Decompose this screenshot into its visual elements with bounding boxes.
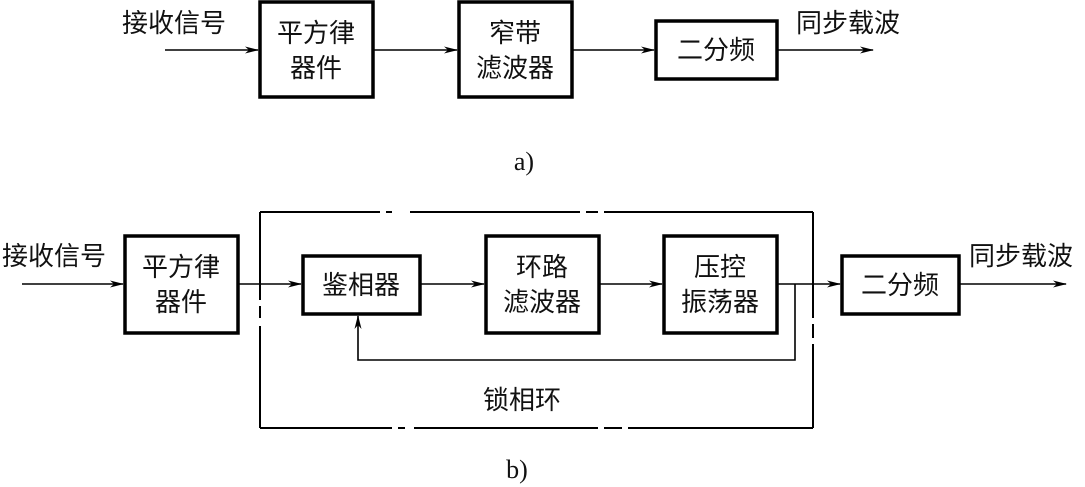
a-output-label: 同步载波 — [796, 9, 900, 39]
b-block-loop-filter: 环路 滤波器 — [484, 234, 601, 335]
a-div2-line1: 二分频 — [677, 36, 755, 66]
pll-frame — [259, 211, 814, 429]
b-block-phase-detector: 鉴相器 — [301, 254, 422, 316]
b-vco-line2: 振荡器 — [681, 288, 759, 318]
a-caption: a) — [514, 147, 534, 176]
a-square-law-line2: 器件 — [290, 54, 342, 84]
a-input-label: 接收信号 — [122, 9, 226, 39]
a-block-divide-by-two: 二分频 — [654, 19, 779, 81]
b-input-label: 接收信号 — [2, 242, 106, 272]
a-nbf-line2: 滤波器 — [476, 54, 554, 84]
b-block-divide-by-two: 二分频 — [840, 254, 961, 316]
b-square-law-line2: 器件 — [155, 288, 207, 318]
a-nbf-line1: 窄带 — [489, 19, 541, 49]
b-pll-label: 锁相环 — [483, 386, 561, 416]
a-square-law-line1: 平方律 — [277, 19, 355, 49]
b-block-vco: 压控 振荡器 — [662, 234, 779, 335]
b-caption: b) — [506, 455, 528, 484]
b-block-square-law: 平方律 器件 — [123, 234, 240, 335]
b-feedback-arrow — [354, 284, 796, 361]
diagram-a: 接收信号 平方律 器件 窄带 滤波器 二分频 同步载波 a) — [122, 0, 900, 176]
a-block-narrowband-filter: 窄带 滤波器 — [457, 0, 574, 99]
b-vco-line1: 压控 — [694, 253, 746, 283]
b-lf-line1: 环路 — [516, 253, 568, 283]
a-block-square-law: 平方律 器件 — [258, 0, 375, 99]
b-pd-line1: 鉴相器 — [322, 271, 400, 301]
b-square-law-line1: 平方律 — [142, 253, 220, 283]
diagram-b: 接收信号 平方律 器件 — [2, 211, 1073, 484]
b-output-label: 同步载波 — [969, 242, 1073, 272]
b-div2-line1: 二分频 — [861, 271, 939, 301]
b-lf-line2: 滤波器 — [503, 288, 581, 318]
